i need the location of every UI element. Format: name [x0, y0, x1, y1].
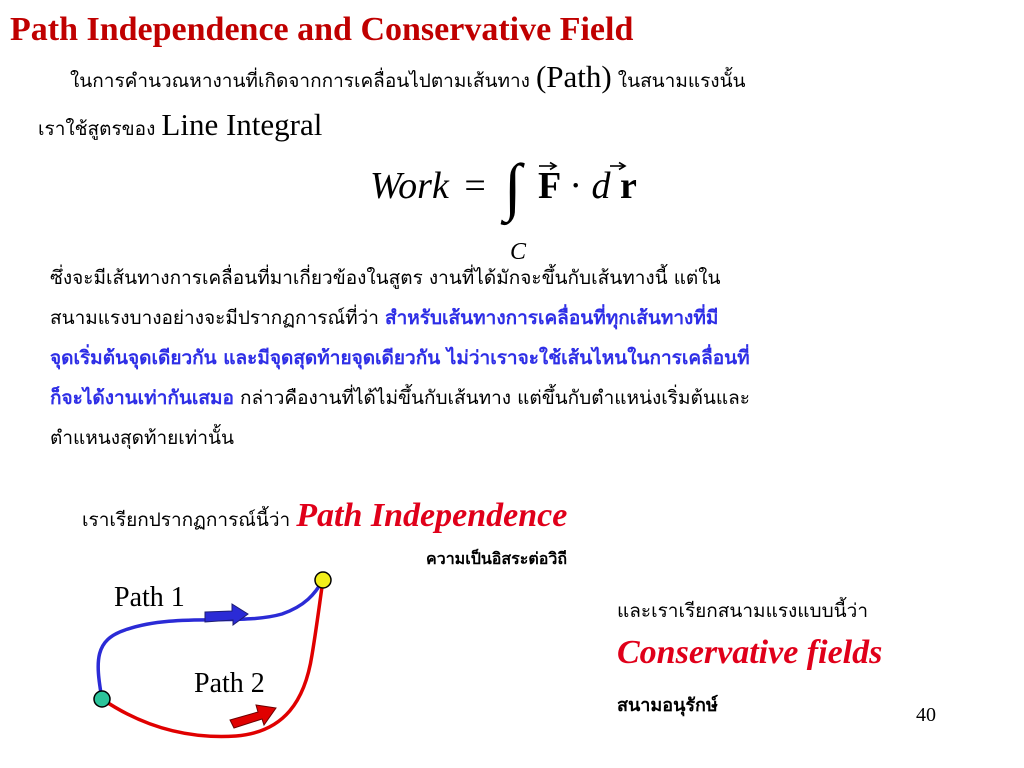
paragraph-text: กล่าวคืองานที่ได้ไม่ขึ้นกับเส้นทาง แต่ขึ…	[239, 387, 750, 409]
arrow-up-right-icon	[229, 704, 277, 729]
explanation-paragraph: ซึ่งจะมีเส้นทางการเคลื่อนที่มาเกี่ยวข้อง…	[50, 258, 990, 458]
vector-arrow-icon	[539, 161, 558, 171]
arrow-right-icon	[204, 603, 249, 626]
conservative-thai: สนามอนุรักษ์	[617, 695, 718, 716]
path-1-curve	[96, 579, 325, 700]
formula-equals: =	[464, 165, 486, 207]
path-independence-term: Path Independence	[296, 497, 568, 534]
differential-d: d	[591, 165, 611, 207]
force-vector: F	[538, 161, 569, 207]
force-symbol: F	[538, 165, 560, 207]
path-1-label: Path 1	[114, 582, 185, 613]
path-independence-thai: ความเป็นอิสระต่อวิถี	[426, 549, 568, 568]
intro-line-2: เราใช้สูตรของ Line Integral	[38, 107, 323, 144]
emphasis-text: ก็จะได้งานเท่ากันเสมอ	[50, 387, 234, 409]
paragraph-line-2: สนามแรงบางอย่างจะมีปรากฏการณ์ที่ว่า สำหร…	[50, 298, 990, 338]
emphasis-text: สำหรับเส้นทางการเคลื่อนที่ทุกเส้นทางที่ม…	[384, 307, 719, 329]
conservative-fields-term: Conservative fields	[617, 634, 883, 671]
intro-text: ในการคำนวณหางานที่เกิดจากการเคลื่อนไปตาม…	[70, 70, 530, 92]
slide-title: Path Independence and Conservative Field	[10, 11, 634, 48]
position-symbol: r	[619, 165, 637, 207]
call-text: เราเรียกปรากฏการณ์นี้ว่า	[82, 509, 291, 531]
work-formula: Work = ∫ F · d r C	[370, 151, 640, 266]
position-vector: r	[610, 161, 637, 207]
vector-arrow-icon	[610, 161, 628, 171]
page-number: 40	[916, 704, 936, 726]
dot-operator: ·	[569, 165, 582, 207]
paragraph-line-5: ตำแหนงสุดท้ายเท่านั้น	[50, 427, 234, 449]
integral-subscript: C	[510, 239, 527, 265]
intro-text-end: ในสนามแรงนั้น	[617, 70, 746, 92]
integral-sign: ∫	[504, 151, 522, 222]
path-2-curve	[101, 579, 325, 739]
intro-line-1: ในการคำนวณหางานที่เกิดจากการเคลื่อนไปตาม…	[70, 59, 746, 96]
paragraph-text: สนามแรงบางอย่างจะมีปรากฏการณ์ที่ว่า	[50, 307, 379, 329]
start-point	[93, 690, 111, 708]
end-point	[314, 571, 332, 589]
intro-text-2: เราใช้สูตรของ	[38, 118, 156, 140]
path-2-label: Path 2	[194, 668, 265, 699]
paragraph-line-1: ซึ่งจะมีเส้นทางการเคลื่อนที่มาเกี่ยวข้อง…	[50, 267, 721, 289]
line-integral-term: Line Integral	[161, 107, 323, 142]
paragraph-line-3: จุดเริ่มต้นจุดเดียวกัน และมีจุดสุดท้ายจุ…	[50, 347, 750, 369]
formula-integrand: F · d r	[538, 158, 637, 214]
formula-lhs: Work	[370, 165, 449, 207]
paragraph-line-4: ก็จะได้งานเท่ากันเสมอ กล่าวคืองานที่ได้ไ…	[50, 378, 990, 418]
path-independence-line: เราเรียกปรากฏการณ์นี้ว่า Path Independen…	[82, 496, 567, 540]
intro-path-term: (Path)	[535, 59, 612, 94]
conservative-intro: และเราเรียกสนามแรงแบบนี้ว่า	[617, 600, 868, 622]
